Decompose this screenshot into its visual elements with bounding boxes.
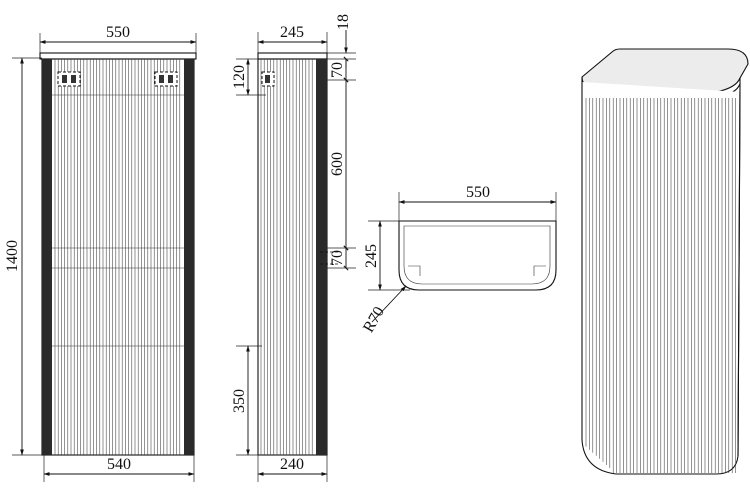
isometric-view: [581, 48, 749, 475]
side-bottom-height-label: 350: [231, 389, 248, 413]
side-top-depth-label: 245: [280, 24, 304, 41]
front-fluting: [54, 59, 181, 455]
front-wall-bracket-left: [57, 71, 81, 87]
top-radius-label: R70: [360, 304, 388, 336]
side-shelf-spacing-label: 600: [329, 152, 346, 176]
side-bottom-depth-label: 240: [280, 456, 304, 473]
side-bracket-offset-label: 120: [231, 65, 248, 89]
side-top-thickness-label: 18: [335, 14, 352, 30]
top-width-label: 550: [466, 184, 490, 201]
side-wall-bracket: [261, 71, 275, 87]
side-view: 245 18 120 70 600 70: [231, 14, 356, 482]
front-bottom-width-label: 540: [107, 456, 131, 473]
front-wall-bracket-right: [154, 71, 178, 87]
top-view: 550 245 R70: [360, 184, 557, 336]
front-view: 550 1400: [4, 24, 197, 482]
front-left-side-edge: [42, 59, 52, 455]
side-upper-gap-label: 70: [329, 62, 346, 78]
top-radius-leader: [371, 285, 407, 323]
top-outer-profile: [398, 220, 557, 291]
side-lower-gap-label: 70: [329, 250, 346, 266]
iso-fluting: [585, 98, 736, 473]
front-height-label: 1400: [4, 240, 21, 272]
side-front-curve: [316, 59, 327, 455]
side-fluting: [260, 59, 313, 455]
front-right-side-edge: [184, 59, 194, 455]
top-depth-label: 245: [363, 244, 380, 268]
top-inner-profile: [403, 225, 551, 285]
front-top-width-label: 550: [106, 24, 130, 41]
side-top-slab: [257, 52, 328, 60]
front-top-slab: [39, 52, 197, 60]
